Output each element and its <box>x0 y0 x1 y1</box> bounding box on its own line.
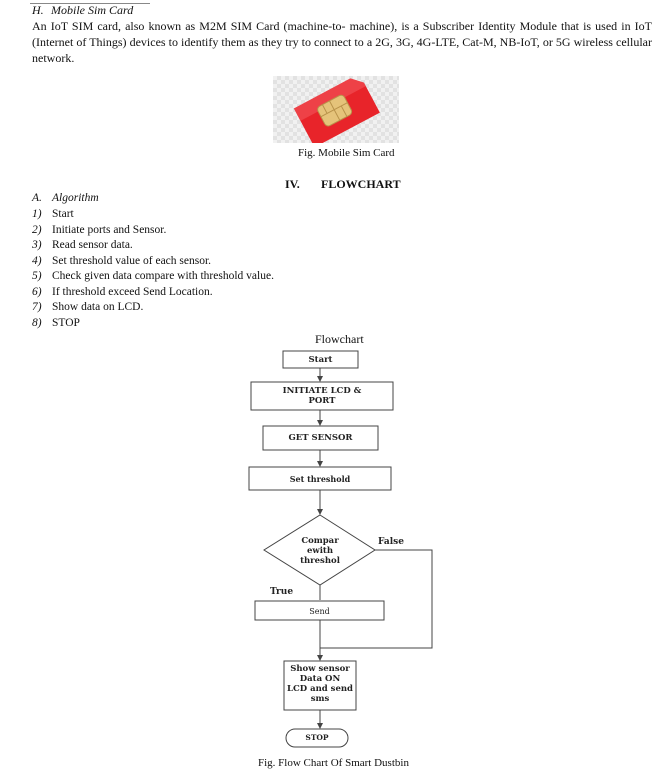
paragraph-line-1: An IoT SIM card, also known as M2M SIM C… <box>32 19 652 33</box>
algorithm-step: 6) If threshold exceed Send Location. <box>32 285 332 301</box>
step-number: 4) <box>32 254 42 267</box>
step-number: 3) <box>32 239 42 251</box>
header-rule <box>30 3 150 4</box>
step-number: 6) <box>32 285 42 298</box>
step-text: Initiate ports and Sensor. <box>52 223 167 236</box>
step-number: 8) <box>32 316 42 329</box>
algorithm-step: 7) Show data on LCD. <box>32 300 332 316</box>
initiate-box <box>250 381 394 411</box>
initiate-label: INITIATE LCD & PORT <box>282 386 362 406</box>
algorithm-step: 2) Initiate ports and Sensor. <box>32 223 332 239</box>
step-number: 5) <box>32 270 42 282</box>
compare-label: Compar ewith threshol <box>300 536 340 566</box>
show-label: Show sensor Data ON LCD and send sms <box>287 664 353 704</box>
false-path <box>320 549 433 649</box>
algorithm-step: 8) STOP <box>32 316 332 332</box>
step-text: If threshold exceed Send Location. <box>52 285 213 298</box>
algorithm-steps: 1) Start 2) Initiate ports and Sensor. 3) R… <box>32 207 332 331</box>
sim-figure-caption: Fig. Mobile Sim Card <box>298 147 395 159</box>
sim-card-icon <box>293 78 380 143</box>
algorithm-step: 4) Set threshold value of each sensor. <box>32 254 332 270</box>
step-text: STOP <box>52 316 80 329</box>
section-heading-iv: IV. FLOWCHART <box>285 177 401 192</box>
flowchart-title: Flowchart <box>315 332 364 346</box>
step-text: Read sensor data. <box>52 239 133 251</box>
section-title: Mobile Sim Card <box>51 3 134 17</box>
algorithm-step: 3) Read sensor data. <box>32 238 332 254</box>
step-text: Show data on LCD. <box>52 301 144 313</box>
set-threshold-label: Set threshold <box>289 474 351 484</box>
get-sensor-label: GET SENSOR <box>288 433 353 443</box>
sim-paragraph: An IoT SIM card, also known as M2M SIM C… <box>32 18 652 66</box>
paragraph-line-3: network. <box>32 51 75 65</box>
algorithm-title: Algorithm <box>52 192 99 204</box>
send-label: Send <box>309 607 330 616</box>
step-text: Check given data compare with threshold … <box>52 270 274 282</box>
section-number: IV. <box>285 177 300 191</box>
stop-box <box>285 728 349 748</box>
step-number: 2) <box>32 223 42 236</box>
algorithm-step: 1) Start <box>32 207 332 223</box>
algorithm-number: A. <box>32 192 42 204</box>
start-label: Start <box>308 355 333 365</box>
step-number: 1) <box>32 208 42 220</box>
step-text: Start <box>52 208 74 220</box>
section-heading-h: H. Mobile Sim Card <box>32 3 133 18</box>
section-number: H. <box>32 3 44 17</box>
get-sensor-box <box>262 425 379 451</box>
flowchart-figure-caption: Fig. Flow Chart Of Smart Dustbin <box>258 757 409 769</box>
step-text: Set threshold value of each sensor. <box>52 254 212 267</box>
stop-label: STOP <box>305 733 329 742</box>
step-number: 7) <box>32 301 42 313</box>
false-label: False <box>378 537 404 547</box>
section-title: FLOWCHART <box>321 177 401 191</box>
true-label: True <box>270 587 294 597</box>
sim-card-image <box>273 76 399 143</box>
algorithm-heading: A. Algorithm <box>32 192 99 204</box>
algorithm-step: 5) Check given data compare with threshol… <box>32 269 332 285</box>
paragraph-line-2: (Internet of Things) devices to identify… <box>32 35 652 49</box>
